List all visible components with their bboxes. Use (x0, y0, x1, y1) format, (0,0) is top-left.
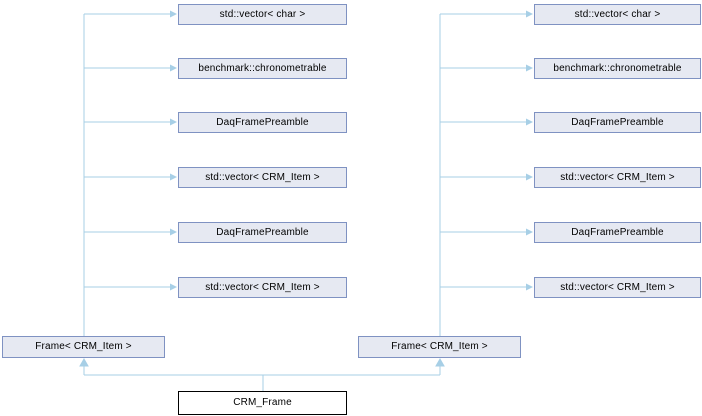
class-node-n13[interactable]: Frame< CRM_Item > (2, 336, 165, 358)
arrowhead-n4 (170, 173, 177, 181)
inheritance-arrow-right (435, 357, 445, 367)
class-node-n7[interactable]: std::vector< char > (534, 4, 701, 25)
arrowhead-n6 (170, 283, 177, 291)
class-node-n14[interactable]: Frame< CRM_Item > (358, 336, 521, 358)
arrowhead-n5 (170, 228, 177, 236)
arrowhead-n10 (526, 173, 533, 181)
class-node-n11[interactable]: DaqFramePreamble (534, 222, 701, 243)
class-node-n9[interactable]: DaqFramePreamble (534, 112, 701, 133)
class-node-label: DaqFramePreamble (216, 226, 309, 238)
arrowhead-n7 (526, 10, 533, 18)
arrowhead-n2 (170, 64, 177, 72)
class-node-n1[interactable]: std::vector< char > (178, 4, 347, 25)
class-node-n3[interactable]: DaqFramePreamble (178, 112, 347, 133)
class-node-label: std::vector< CRM_Item > (560, 171, 675, 183)
class-node-n8[interactable]: benchmark::chronometrable (534, 58, 701, 79)
class-node-n12[interactable]: std::vector< CRM_Item > (534, 277, 701, 298)
class-node-label: Frame< CRM_Item > (391, 341, 488, 352)
class-node-label: std::vector< CRM_Item > (205, 281, 320, 293)
class-node-label: std::vector< CRM_Item > (560, 281, 675, 293)
arrowhead-n9 (526, 118, 533, 126)
class-node-label: CRM_Frame (233, 397, 292, 408)
class-node-label: benchmark::chronometrable (198, 62, 327, 74)
class-node-n4[interactable]: std::vector< CRM_Item > (178, 167, 347, 188)
class-node-label: benchmark::chronometrable (553, 62, 682, 74)
class-node-label: std::vector< char > (219, 8, 306, 20)
class-node-n2[interactable]: benchmark::chronometrable (178, 58, 347, 79)
class-node-label: std::vector< CRM_Item > (205, 171, 320, 183)
arrowhead-n3 (170, 118, 177, 126)
class-node-label: DaqFramePreamble (571, 116, 664, 128)
arrowhead-n8 (526, 64, 533, 72)
class-node-label: std::vector< char > (574, 8, 661, 20)
arrowhead-n12 (526, 283, 533, 291)
class-node-label: DaqFramePreamble (216, 116, 309, 128)
inheritance-arrow-left (79, 357, 89, 367)
arrowhead-n1 (170, 10, 177, 18)
class-node-n15[interactable]: CRM_Frame (178, 391, 347, 415)
class-node-n6[interactable]: std::vector< CRM_Item > (178, 277, 347, 298)
arrowhead-n11 (526, 228, 533, 236)
class-node-n5[interactable]: DaqFramePreamble (178, 222, 347, 243)
class-node-n10[interactable]: std::vector< CRM_Item > (534, 167, 701, 188)
class-node-label: DaqFramePreamble (571, 226, 664, 238)
class-node-label: Frame< CRM_Item > (35, 341, 132, 352)
